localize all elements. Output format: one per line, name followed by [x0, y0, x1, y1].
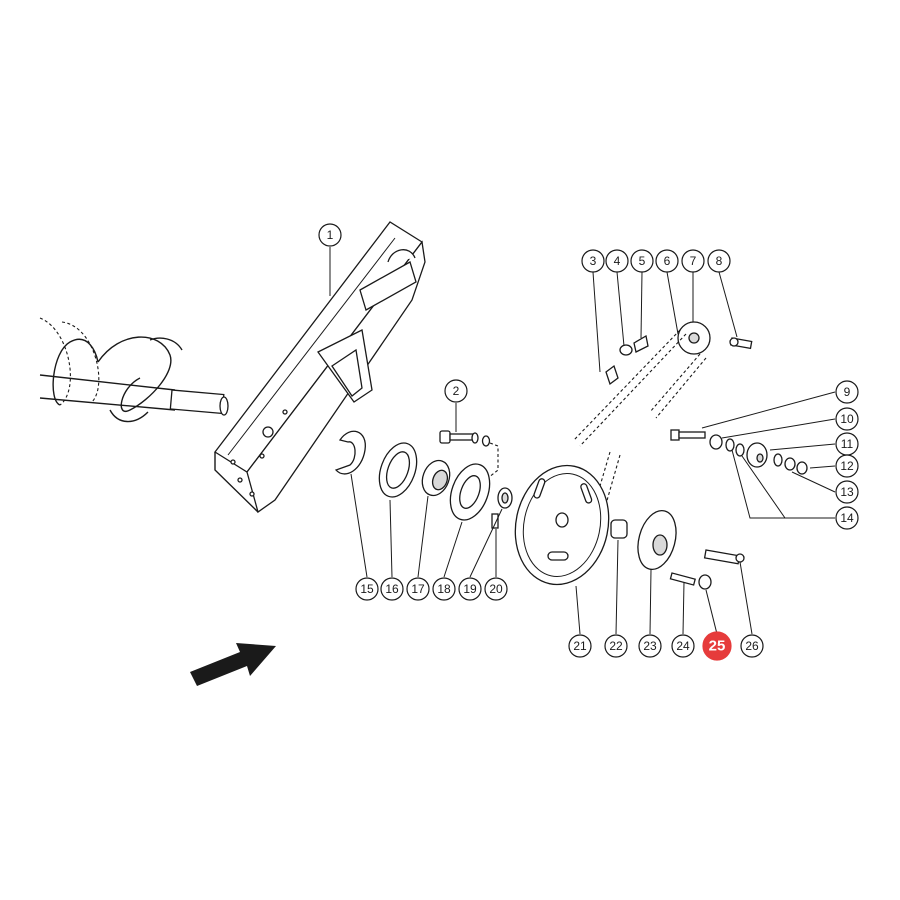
callout-label: 7 — [690, 254, 697, 268]
callout-1: 1 — [318, 223, 342, 247]
small-sprocket-and-chain — [573, 321, 711, 447]
callout-8: 8 — [707, 249, 731, 273]
callout-14: 14 — [835, 506, 859, 530]
callout-label: 20 — [489, 582, 503, 596]
callout-label: 15 — [360, 582, 374, 596]
callout-label: 4 — [614, 254, 621, 268]
callout-label: 21 — [573, 639, 587, 653]
callout-3: 3 — [581, 249, 605, 273]
callout-4: 4 — [605, 249, 629, 273]
large-sprocket — [514, 451, 621, 586]
callout-13: 13 — [835, 480, 859, 504]
housing-plate — [214, 221, 426, 514]
callout-label: 5 — [639, 254, 646, 268]
callout-label: 17 — [411, 582, 425, 596]
callout-25-highlighted: 25 — [702, 631, 732, 661]
callout-6: 6 — [655, 249, 679, 273]
callout-label: 8 — [716, 254, 723, 268]
callout-label: 10 — [840, 412, 854, 426]
callout-24: 24 — [671, 634, 695, 658]
hub-assembly — [610, 510, 745, 590]
callout-16: 16 — [380, 577, 404, 601]
callout-label: 14 — [840, 511, 854, 525]
callout-11: 11 — [835, 432, 859, 456]
callout-17: 17 — [406, 577, 430, 601]
callout-21: 21 — [568, 634, 592, 658]
callout-label: 6 — [664, 254, 671, 268]
callout-label: 24 — [676, 639, 690, 653]
callout-22: 22 — [604, 634, 628, 658]
callout-label: 25 — [709, 638, 726, 655]
callout-label: 12 — [840, 459, 854, 473]
callout-18: 18 — [432, 577, 456, 601]
tensioner-hardware — [670, 429, 808, 475]
pin-8 — [729, 337, 753, 350]
callout-label: 13 — [840, 485, 854, 499]
callout-label: 11 — [841, 437, 854, 451]
callout-5: 5 — [630, 249, 654, 273]
callout-label: 19 — [463, 582, 477, 596]
callout-label: 3 — [590, 254, 597, 268]
callout-12: 12 — [835, 454, 859, 478]
leader-lines — [329, 247, 836, 635]
callout-2: 2 — [444, 379, 468, 403]
direction-arrow — [190, 643, 276, 686]
callout-19: 19 — [458, 577, 482, 601]
bearing-assembly — [334, 430, 513, 529]
callout-label: 1 — [327, 228, 334, 242]
callout-label: 18 — [437, 582, 451, 596]
callout-23: 23 — [638, 634, 662, 658]
callout-label: 23 — [643, 639, 657, 653]
callout-label: 26 — [745, 639, 759, 653]
auger-screw — [39, 317, 229, 423]
callout-15: 15 — [355, 577, 379, 601]
callout-26: 26 — [740, 634, 764, 658]
callout-10: 10 — [835, 407, 859, 431]
callout-label: 22 — [609, 639, 623, 653]
callout-7: 7 — [681, 249, 705, 273]
callout-20: 20 — [484, 577, 508, 601]
callout-9: 9 — [835, 380, 859, 404]
bolt-2 — [439, 430, 499, 479]
callout-label: 9 — [844, 385, 851, 399]
callout-label: 2 — [453, 384, 460, 398]
callout-label: 16 — [385, 582, 399, 596]
